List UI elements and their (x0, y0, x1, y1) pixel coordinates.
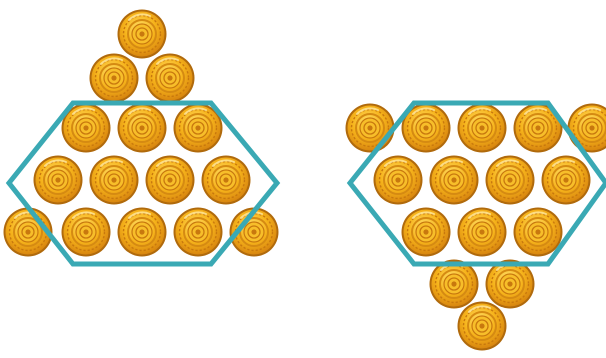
coin-left-row4-2 (90, 156, 139, 205)
coin-right-row1-3 (458, 104, 507, 153)
coin-left-row5-2 (62, 208, 111, 257)
coin-right-row1-5 (568, 104, 606, 153)
coin-right-row2-2 (430, 156, 479, 205)
coin-right-row2-3 (486, 156, 535, 205)
coin-right-row4-1 (430, 260, 479, 309)
coin-right-row5-1 (458, 302, 507, 351)
coin-left-row4-3 (146, 156, 195, 205)
coin-left-row4-1 (34, 156, 83, 205)
coin-right-row4-2 (486, 260, 535, 309)
triangle-arrangement (4, 10, 279, 265)
inverted-triangle-arrangement (346, 103, 606, 351)
coin-left-row3-2 (118, 104, 167, 153)
coin-left-row5-3 (118, 208, 167, 257)
coin-right-row3-1 (402, 208, 451, 257)
coin-right-row2-4 (542, 156, 591, 205)
coin-left-row4-4 (202, 156, 251, 205)
coin-left-row5-4 (174, 208, 223, 257)
coin-right-row2-1 (374, 156, 423, 205)
coin-right-row1-1 (346, 104, 395, 153)
coin-right-row3-2 (458, 208, 507, 257)
coin-left-row1-1 (118, 10, 167, 59)
coin-left-row2-2 (146, 54, 195, 103)
coin-right-row3-3 (514, 208, 563, 257)
coin-left-row2-1 (90, 54, 139, 103)
